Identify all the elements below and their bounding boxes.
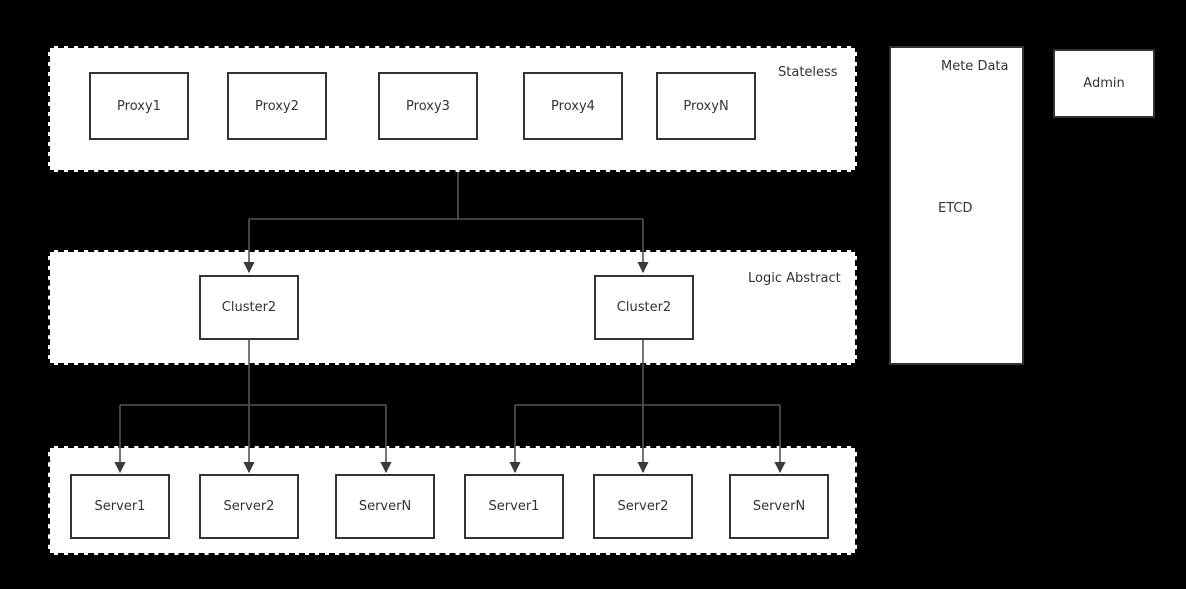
- node-cluster-1[interactable]: Cluster2: [199, 275, 299, 340]
- node-server-right-2[interactable]: Server2: [593, 474, 693, 539]
- band-stateless-label: Stateless: [778, 65, 838, 80]
- node-proxy-n[interactable]: ProxyN: [656, 72, 756, 140]
- panel-admin[interactable]: Admin: [1053, 49, 1155, 118]
- band-servers: [48, 446, 857, 555]
- node-server-left-2[interactable]: Server2: [199, 474, 299, 539]
- node-server-right-1[interactable]: Server1: [464, 474, 564, 539]
- node-cluster-2[interactable]: Cluster2: [594, 275, 694, 340]
- panel-meta-data[interactable]: [889, 46, 1024, 365]
- band-logic-abstract: [48, 250, 857, 365]
- node-proxy-2[interactable]: Proxy2: [227, 72, 327, 140]
- node-server-right-n[interactable]: ServerN: [729, 474, 829, 539]
- node-server-left-1[interactable]: Server1: [70, 474, 170, 539]
- panel-etcd-label: ETCD: [938, 201, 973, 216]
- node-proxy-3[interactable]: Proxy3: [378, 72, 478, 140]
- node-proxy-1[interactable]: Proxy1: [89, 72, 189, 140]
- panel-meta-data-title: Mete Data: [941, 59, 1009, 74]
- node-proxy-4[interactable]: Proxy4: [523, 72, 623, 140]
- node-server-left-n[interactable]: ServerN: [335, 474, 435, 539]
- band-logic-abstract-label: Logic Abstract: [748, 271, 841, 286]
- panel-admin-label: Admin: [1083, 76, 1125, 91]
